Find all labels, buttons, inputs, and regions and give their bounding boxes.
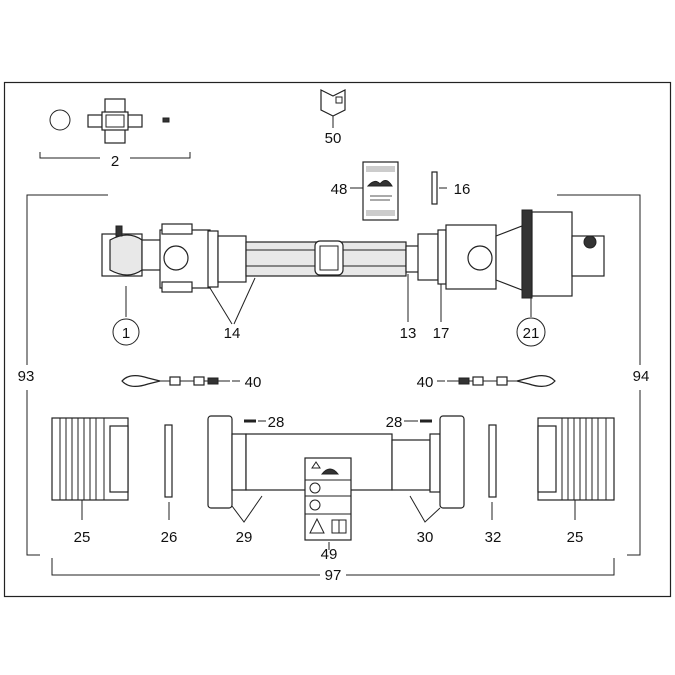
part-21-clutch-ring bbox=[521, 209, 533, 299]
part-16-pin[interactable]: 16 bbox=[431, 171, 471, 205]
callout-25-left: 25 bbox=[74, 529, 91, 546]
snap-ring bbox=[49, 109, 71, 131]
grease-nipple bbox=[162, 117, 170, 123]
part-50-manual[interactable]: 50 bbox=[320, 89, 346, 147]
callout-40-left: 40 bbox=[245, 374, 262, 391]
callout-28-left: 28 bbox=[268, 414, 285, 431]
callout-49: 49 bbox=[321, 546, 338, 563]
callout-16: 16 bbox=[454, 181, 471, 198]
callout-1-circle bbox=[112, 318, 140, 346]
bracket-97 bbox=[51, 558, 615, 576]
inner-guard-tube bbox=[391, 439, 431, 491]
part-26-bearing-ring[interactable] bbox=[164, 424, 173, 498]
part-30-guard-cone bbox=[439, 415, 465, 509]
bracket-94 bbox=[557, 194, 641, 556]
callout-29: 29 bbox=[236, 529, 253, 546]
callout-13: 13 bbox=[400, 325, 417, 342]
frame bbox=[3, 81, 672, 598]
part-32-bearing-ring[interactable] bbox=[488, 424, 497, 498]
callout-2: 2 bbox=[111, 153, 119, 170]
part-25-bellows-left[interactable] bbox=[51, 417, 129, 520]
callout-21-circle bbox=[516, 317, 546, 347]
part-40-safety-chain-left[interactable]: 40 bbox=[121, 374, 262, 391]
callout-93: 93 bbox=[18, 368, 35, 385]
callout-25-right: 25 bbox=[567, 529, 584, 546]
part-48-decal[interactable]: 48 bbox=[331, 161, 399, 221]
part-29-guard-cone bbox=[207, 415, 233, 509]
callout-40-right: 40 bbox=[417, 374, 434, 391]
part-2-cross-kit[interactable]: 2 bbox=[39, 98, 191, 170]
callout-21: 21 bbox=[523, 325, 540, 342]
part-25-bellows-right[interactable] bbox=[537, 417, 615, 520]
callout-30: 30 bbox=[417, 529, 434, 546]
callout-48: 48 bbox=[331, 181, 348, 198]
callout-17: 17 bbox=[433, 325, 450, 342]
bracket-93 bbox=[26, 194, 108, 556]
callout-26: 26 bbox=[161, 529, 178, 546]
callout-97: 97 bbox=[325, 567, 342, 584]
callout-14: 14 bbox=[224, 325, 241, 342]
callout-1: 1 bbox=[122, 325, 130, 342]
callout-94: 94 bbox=[633, 368, 650, 385]
warning-icon bbox=[309, 517, 325, 534]
callout-28-right: 28 bbox=[386, 414, 403, 431]
part-40-safety-chain-right[interactable]: 40 bbox=[417, 374, 556, 391]
driveshaft-assembly[interactable] bbox=[101, 209, 605, 299]
part-49-decal[interactable] bbox=[304, 457, 352, 550]
callout-50: 50 bbox=[325, 130, 342, 147]
guard-assembly[interactable] bbox=[207, 415, 465, 509]
callout-32: 32 bbox=[485, 529, 502, 546]
